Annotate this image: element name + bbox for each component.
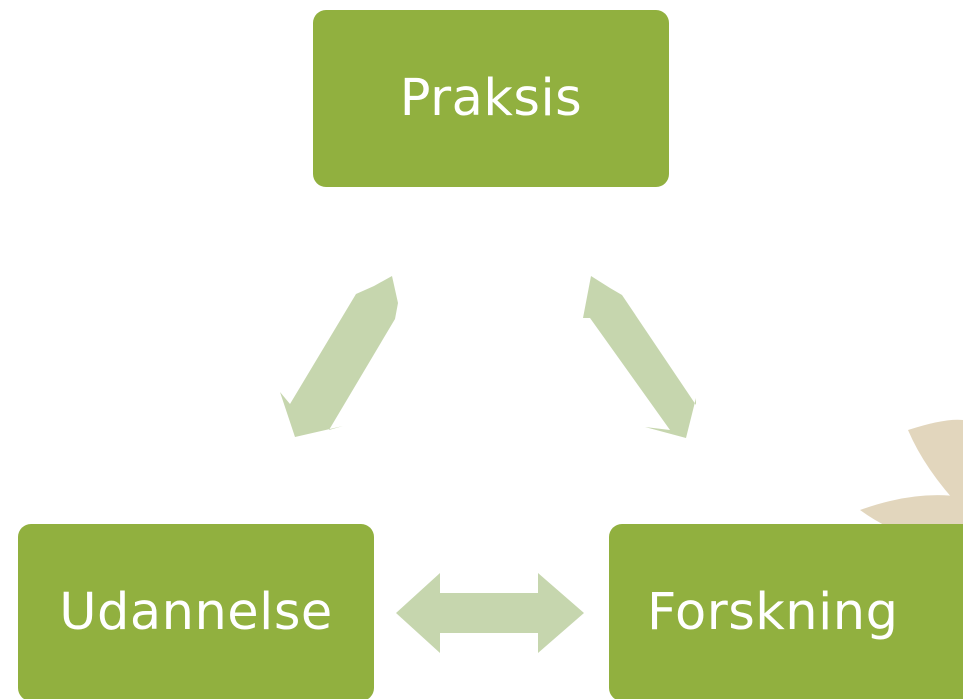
arrow-praksis-udannelse bbox=[280, 276, 398, 437]
node-praksis: Praksis bbox=[313, 10, 669, 187]
node-udannelse-label: Udannelse bbox=[59, 583, 333, 642]
node-forskning: Forskning bbox=[609, 524, 963, 699]
decorative-leaf-upper bbox=[908, 419, 963, 510]
node-udannelse: Udannelse bbox=[18, 524, 374, 699]
node-praksis-label: Praksis bbox=[399, 69, 583, 128]
node-forskning-label: Forskning bbox=[647, 583, 899, 642]
arrow-udannelse-forskning bbox=[396, 573, 584, 653]
arrow-praksis-forskning bbox=[583, 276, 696, 438]
